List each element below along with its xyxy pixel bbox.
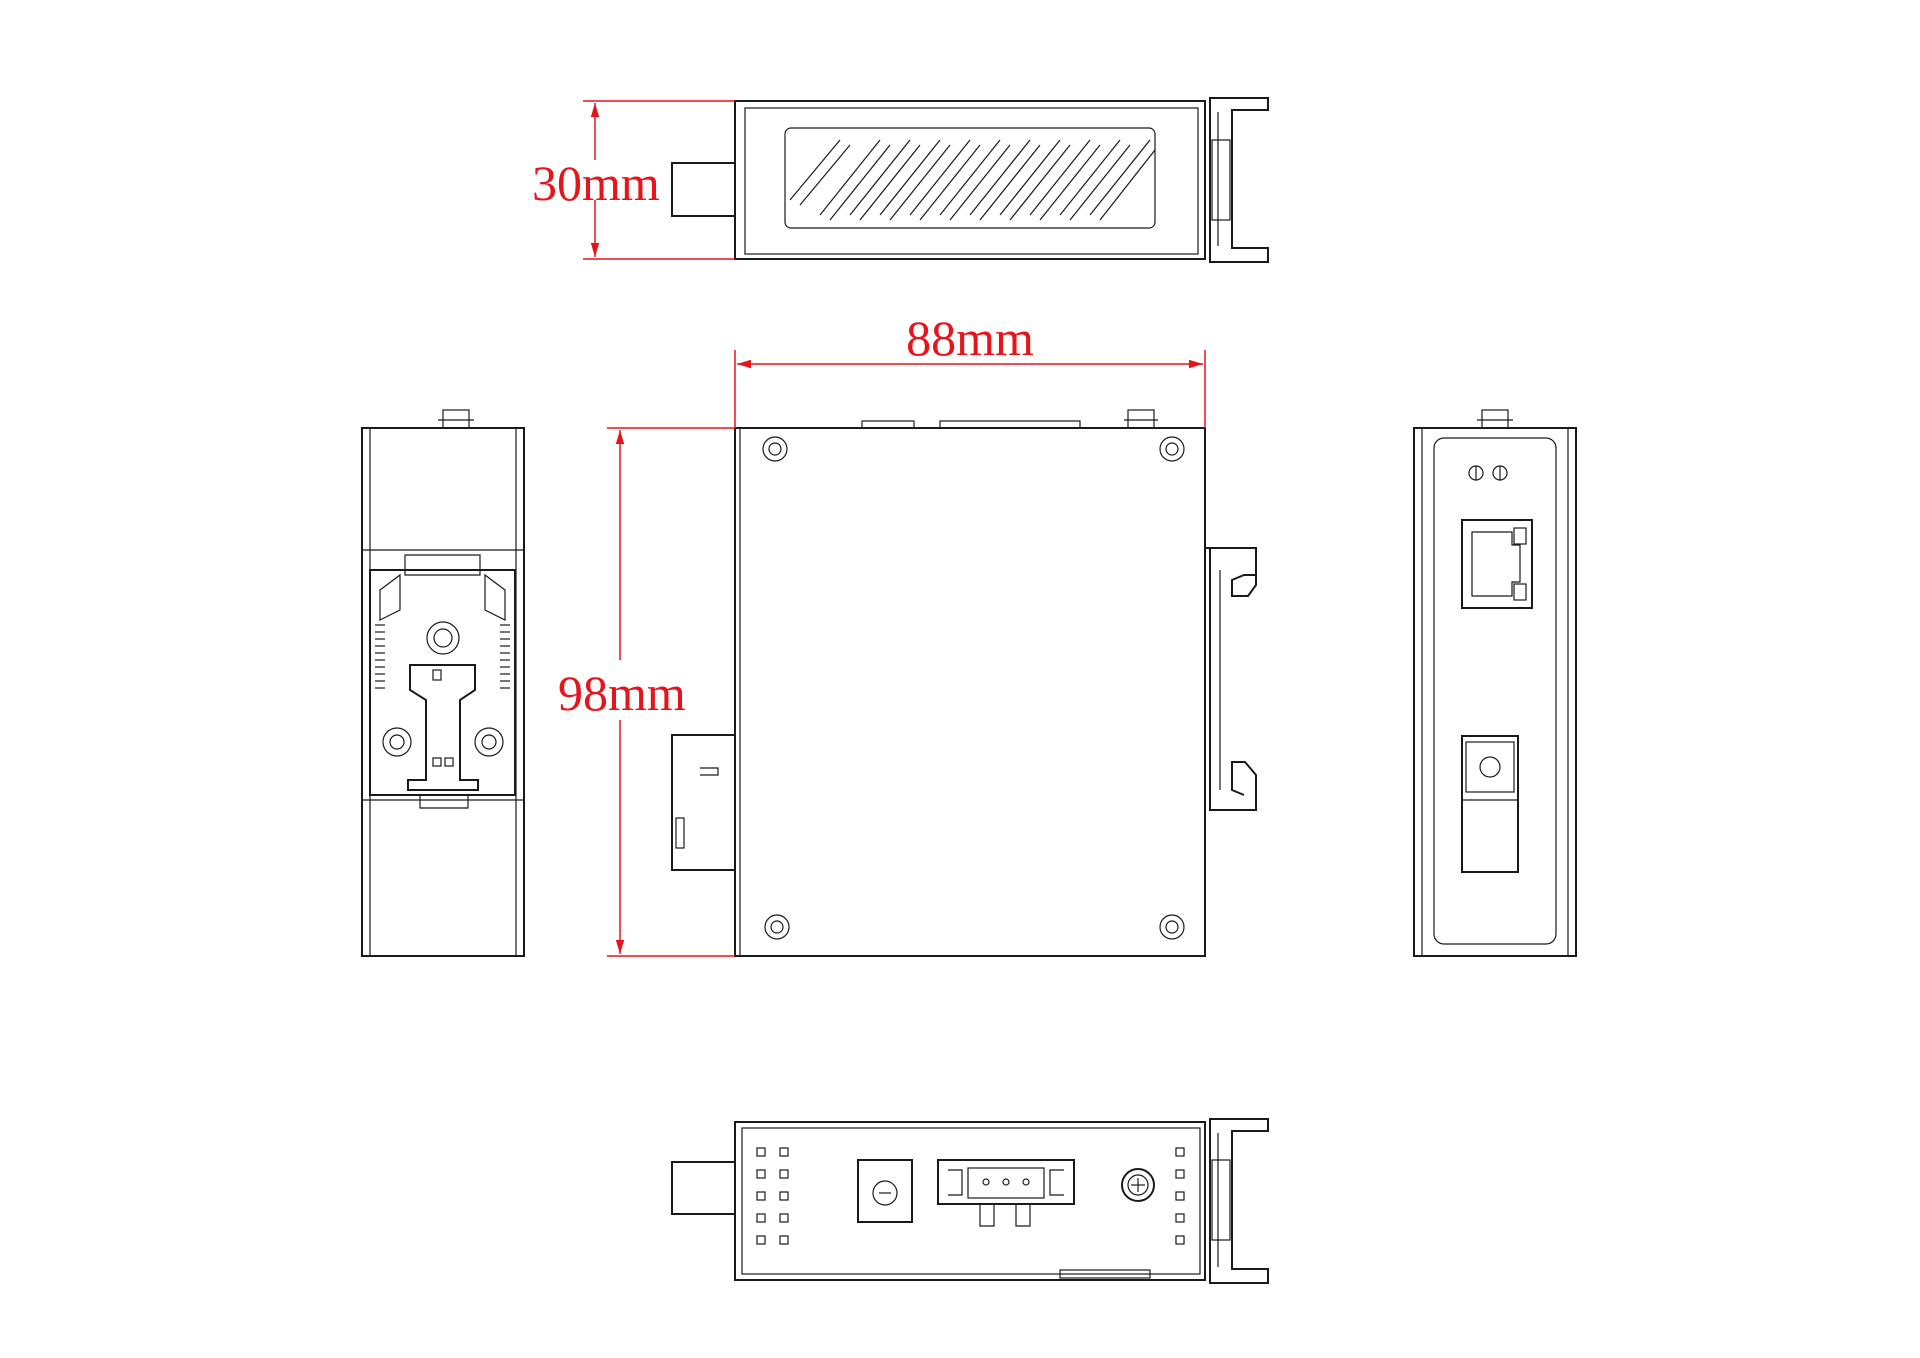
left-view-spring-left — [375, 624, 385, 689]
bottom-view-connector — [671, 1161, 736, 1215]
bottom-view-led-column-left — [756, 1147, 789, 1245]
front-view-screw-br — [1159, 914, 1185, 940]
left-view-latch — [407, 664, 479, 791]
left-view-top-screw — [438, 409, 474, 429]
bottom-view-din-clip — [1209, 1118, 1269, 1284]
right-side-view — [1413, 409, 1577, 957]
top-view-vent-slots — [784, 127, 1156, 229]
height-label: 30mm — [532, 155, 660, 211]
right-view-body — [1413, 427, 1577, 957]
top-view-body — [734, 100, 1206, 260]
front-view-screw-bl — [764, 914, 790, 940]
ground-screw — [1121, 1168, 1155, 1202]
front-view-left-connector — [671, 734, 736, 871]
left-view-center-screw — [426, 621, 460, 655]
left-view-spring-right — [500, 624, 510, 689]
front-view-din-clip — [1205, 547, 1257, 811]
bottom-view — [671, 1118, 1269, 1284]
width-dimension: 88mm — [734, 310, 1206, 428]
front-view-body — [734, 427, 1206, 957]
height-dimension: 30mm — [532, 100, 735, 260]
dc-jack — [857, 1159, 913, 1223]
width-label: 88mm — [906, 310, 1034, 366]
front-view-top-screw — [1124, 409, 1158, 429]
right-view-top-screw — [1477, 409, 1513, 429]
left-view-body — [361, 427, 525, 957]
left-view-din-mount — [369, 554, 516, 809]
left-side-view — [361, 409, 525, 957]
fiber-sc-port — [1461, 735, 1519, 873]
front-view-screw-tl — [762, 436, 788, 462]
rj45-port — [1461, 519, 1533, 609]
terminal-block — [937, 1159, 1075, 1227]
front-view — [671, 409, 1257, 957]
right-view-panel — [1433, 437, 1557, 945]
depth-dimension: 98mm — [558, 427, 735, 957]
top-view — [671, 97, 1269, 263]
power-leds — [1468, 465, 1508, 481]
front-view-screw-tr — [1159, 436, 1185, 462]
top-view-connector — [671, 162, 736, 217]
left-view-screw-right — [474, 727, 504, 757]
left-view-screw-left — [382, 727, 412, 757]
bottom-view-led-column-right — [1175, 1147, 1185, 1245]
top-view-din-clip — [1204, 97, 1269, 263]
depth-label: 98mm — [558, 665, 686, 721]
